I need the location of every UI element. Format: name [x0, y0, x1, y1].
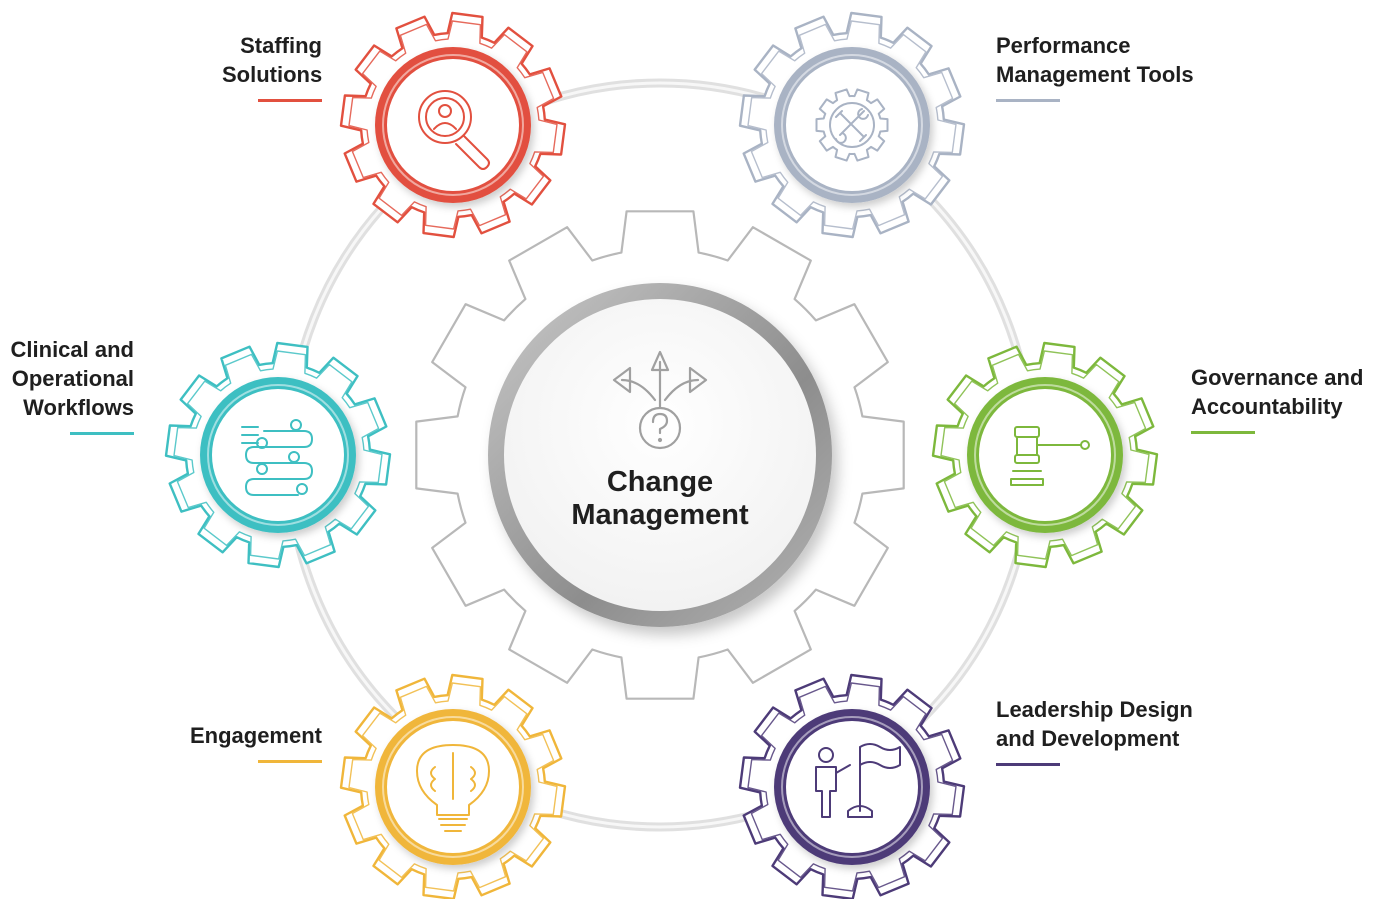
label-performance-underline [996, 99, 1060, 102]
label-staffing-underline [258, 99, 322, 102]
label-clinical-line1: Clinical and [10, 337, 134, 362]
gavel-icon [1010, 426, 1090, 486]
label-leadership-underline [996, 763, 1060, 766]
hub-disc [488, 283, 832, 627]
label-clinical-line3: Workflows [23, 395, 134, 420]
label-performance-line1: Performance [996, 33, 1131, 58]
gear-tools-icon [815, 88, 889, 162]
gear-disc-leadership [774, 709, 930, 865]
label-leadership-line2: and Development [996, 726, 1180, 751]
node-gear-clinical [164, 341, 392, 569]
workflow-checklist-icon [241, 419, 313, 496]
label-clinical-line2: Operational [11, 366, 134, 391]
label-governance-line2: Accountability [1191, 394, 1343, 419]
label-engagement-line1: Engagement [189, 723, 322, 748]
label-engagement: Engagement [172, 721, 322, 763]
hub-title-line1: Change [606, 466, 714, 498]
node-gear-engagement [339, 673, 567, 901]
brain-lightbulb-icon [416, 744, 490, 832]
label-leadership-line1: Leadership Design [996, 697, 1193, 722]
hub-title: Change Management [540, 466, 780, 532]
gear-inner-outline-engagement [348, 682, 558, 892]
label-performance: Performance Management Tools [996, 31, 1194, 102]
node-gear-leadership [738, 673, 966, 901]
hub-title-line2: Management [571, 499, 749, 531]
magnifier-person-icon [418, 90, 490, 170]
person-flag-icon [815, 743, 901, 818]
label-engagement-underline [258, 760, 322, 763]
diverging-arrows-question-icon [612, 350, 708, 450]
gear-disc-clinical [200, 377, 356, 533]
label-staffing-line2: Solutions [222, 62, 323, 87]
node-gears [164, 11, 1159, 901]
gear-disc-governance [967, 377, 1123, 533]
label-clinical-underline [70, 432, 134, 435]
label-performance-line2: Management Tools [996, 62, 1194, 87]
label-governance-line1: Governance and [1191, 365, 1364, 390]
label-governance-underline [1191, 431, 1255, 434]
gear-inner-outline-staffing [348, 20, 558, 230]
gear-inner-outline-governance [940, 350, 1150, 560]
label-staffing-line1: Staffing [240, 33, 322, 58]
label-leadership: Leadership Design and Development [996, 695, 1193, 766]
label-clinical: Clinical and Operational Workflows [4, 335, 134, 435]
node-gear-staffing [339, 11, 567, 239]
gear-inner-outline-leadership [747, 682, 957, 892]
node-gear-performance [738, 11, 966, 239]
label-governance: Governance and Accountability [1191, 363, 1363, 434]
node-gear-governance [931, 341, 1159, 569]
label-staffing: Staffing Solutions [222, 31, 322, 102]
gear-inner-outline-clinical [173, 350, 383, 560]
gear-inner-outline-performance [747, 20, 957, 230]
